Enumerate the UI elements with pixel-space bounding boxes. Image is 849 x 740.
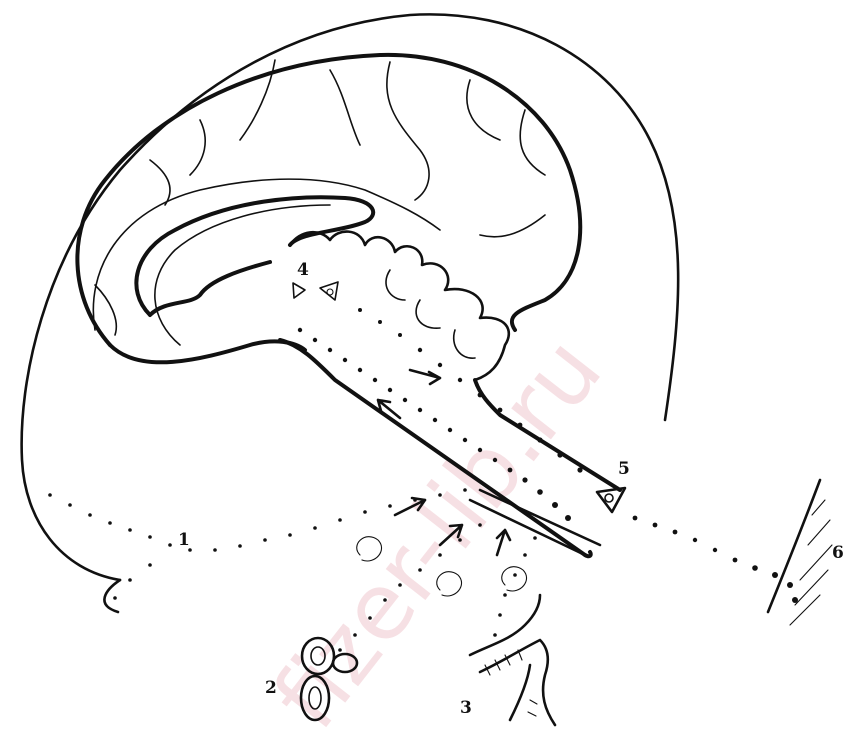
cerebral-hemisphere bbox=[77, 55, 580, 345]
label-2: 2 bbox=[265, 678, 277, 698]
chin-outline bbox=[104, 580, 120, 612]
cerebellum bbox=[290, 232, 509, 380]
head-outline bbox=[22, 14, 679, 580]
skin-effector bbox=[768, 480, 832, 625]
label-6: 6 bbox=[832, 543, 844, 563]
label-3: 3 bbox=[460, 698, 472, 718]
label-1: 1 bbox=[178, 530, 190, 550]
blood-vessel bbox=[470, 595, 555, 725]
corpus-callosum-lower bbox=[150, 262, 270, 315]
label-4: 4 bbox=[297, 260, 309, 280]
label-5: 5 bbox=[618, 459, 630, 479]
corpus-callosum bbox=[136, 197, 373, 315]
frontal-base bbox=[110, 341, 305, 362]
cerebellum-folia bbox=[386, 270, 475, 358]
